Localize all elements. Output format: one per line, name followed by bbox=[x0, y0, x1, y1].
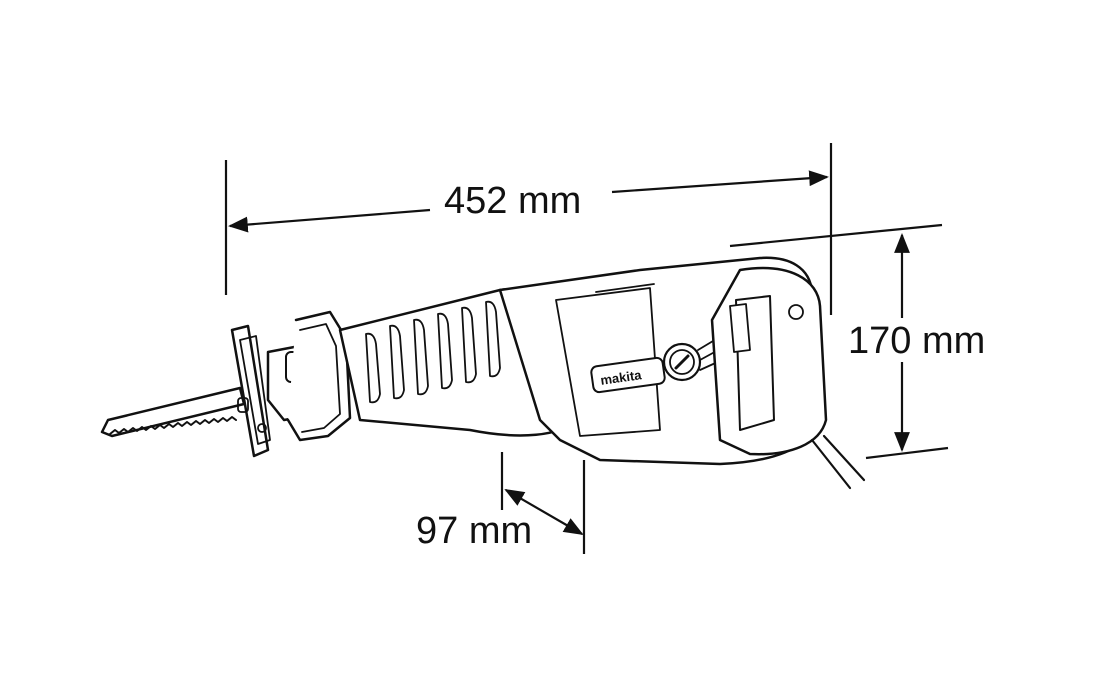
shoe bbox=[230, 324, 270, 458]
height-dimension bbox=[729, 223, 949, 460]
blade bbox=[100, 386, 246, 438]
length-dimension bbox=[224, 143, 833, 315]
length-label: 452 mm bbox=[444, 180, 582, 222]
brand-badge: makita bbox=[599, 367, 643, 388]
grip-width-dimension bbox=[500, 452, 586, 554]
power-cord bbox=[810, 434, 866, 490]
brand-badge-plate bbox=[590, 356, 666, 394]
saw-drawing: makita bbox=[100, 256, 866, 490]
height-label: 170 mm bbox=[848, 320, 986, 362]
grip-width-label: 97 mm bbox=[416, 510, 533, 552]
